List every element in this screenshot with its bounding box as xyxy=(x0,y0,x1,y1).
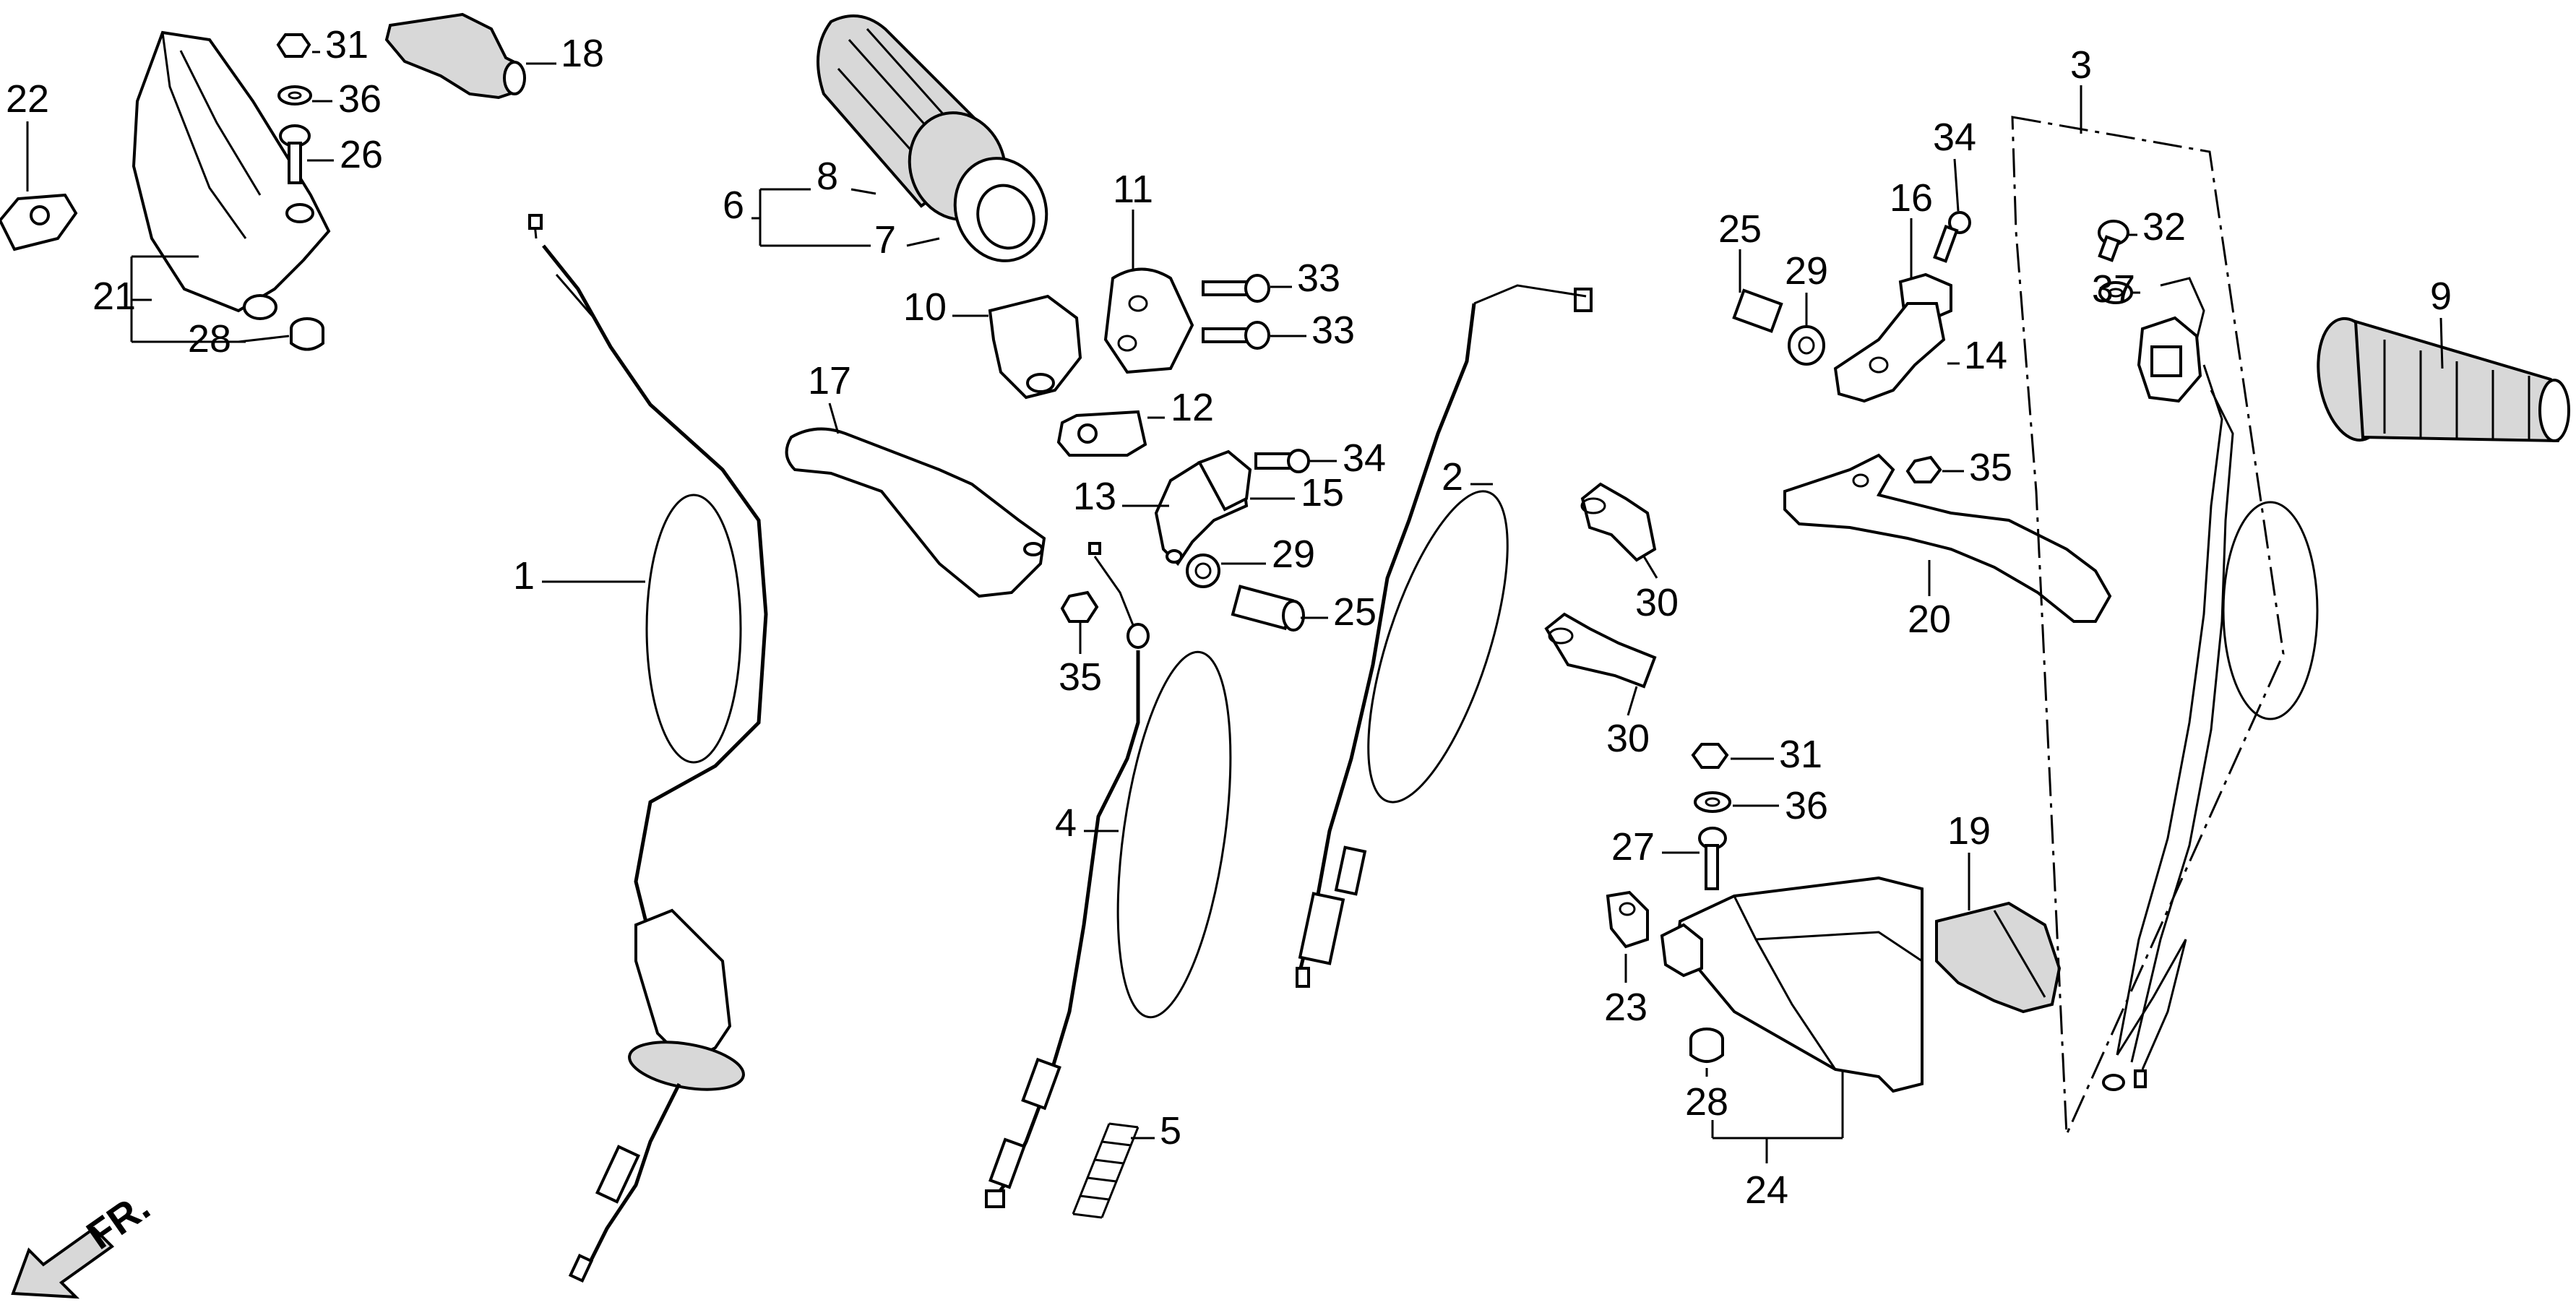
callout-c29: 29 xyxy=(1272,533,1315,576)
callout-c25: 25 xyxy=(1333,590,1377,634)
part-32-screw xyxy=(2098,220,2129,262)
callout-c30: 30 xyxy=(1635,581,1679,624)
callout-c34b: 34 xyxy=(1933,116,1976,159)
callout-c12: 12 xyxy=(1171,386,1214,429)
callout-c33: 33 xyxy=(1297,257,1340,300)
callout-c29b: 29 xyxy=(1785,249,1828,293)
part-9-right-grip xyxy=(2317,316,2570,443)
part-27-collar-screw xyxy=(1698,827,1727,890)
part-18-grip-cover xyxy=(384,12,526,100)
callout-c5: 5 xyxy=(1160,1109,1181,1153)
callout-c35b: 35 xyxy=(1969,446,2012,489)
callout-c1: 1 xyxy=(513,554,535,598)
part-28-collar-right xyxy=(1689,1028,1724,1063)
part-35-nut-left xyxy=(1060,590,1099,623)
part-25-adjuster-bolt-a xyxy=(1231,585,1305,632)
part-7-throttle-tube xyxy=(953,157,1048,262)
part-1-throttle-cable xyxy=(528,214,768,1283)
callout-c19: 19 xyxy=(1947,809,1991,853)
leader-lines xyxy=(26,51,2444,1163)
part-31-bolt-left xyxy=(276,33,311,58)
part-36-washer-right xyxy=(1694,791,1731,813)
callout-c32: 32 xyxy=(2142,205,2186,249)
part-35-nut-right xyxy=(1905,455,1942,483)
callout-c16: 16 xyxy=(1890,176,1933,220)
callout-c17: 17 xyxy=(808,359,851,402)
part-15-holder-clamp xyxy=(1197,449,1252,512)
callout-c8: 8 xyxy=(817,155,838,198)
callout-c31b: 31 xyxy=(1779,733,1822,776)
callout-c28b: 28 xyxy=(1685,1080,1728,1124)
callout-c26: 26 xyxy=(340,133,383,176)
part-14-lever-holder-right xyxy=(1833,302,1946,403)
part-21-left-hand-guard xyxy=(132,30,331,320)
part-10-housing-cap xyxy=(988,294,1082,400)
callout-c14: 14 xyxy=(1964,334,2007,377)
callout-c25b: 25 xyxy=(1718,207,1762,251)
part-24-right-hand-guard xyxy=(1660,876,1924,1093)
callout-labels: 1234567891011121314151617181920212223242… xyxy=(6,23,2452,1212)
part-33-screw-a xyxy=(1202,274,1270,303)
callout-c36: 36 xyxy=(338,77,382,121)
callout-c28: 28 xyxy=(188,317,231,361)
part-30-cable-clamp-b xyxy=(1544,612,1657,689)
part-17-left-lever xyxy=(785,427,1046,598)
part-19-grip-cover-right xyxy=(1935,901,2062,1014)
part-29-adjuster-nut-b xyxy=(1788,325,1825,366)
part-34-screw-b xyxy=(1933,211,1971,263)
callout-c2: 2 xyxy=(1442,455,1463,499)
part-2-cable xyxy=(1296,284,1593,988)
callout-c33b: 33 xyxy=(1311,309,1355,352)
part-12-clamp xyxy=(1056,410,1147,457)
part-23-clip xyxy=(1606,890,1649,949)
callout-c20: 20 xyxy=(1908,598,1951,641)
part-33-screw-b xyxy=(1202,321,1270,350)
part-11-throttle-housing xyxy=(1103,267,1194,374)
part-36-washer-left xyxy=(277,85,312,105)
callout-c31: 31 xyxy=(325,23,369,66)
part-4-clutch-cable xyxy=(985,542,1232,1208)
callout-c6: 6 xyxy=(723,184,744,227)
part-22-bracket xyxy=(0,193,78,251)
callout-c4: 4 xyxy=(1055,801,1077,845)
callout-c35: 35 xyxy=(1059,655,1102,699)
callout-c21: 21 xyxy=(92,275,136,318)
callout-c24: 24 xyxy=(1745,1168,1788,1212)
callout-c11: 11 xyxy=(1113,168,1153,211)
part-34-screw-a xyxy=(1254,449,1310,473)
callout-c22: 22 xyxy=(6,77,49,121)
part-26-screw-left xyxy=(279,124,311,184)
part-31-bolt-right xyxy=(1691,743,1729,769)
part-25-adjuster-bolt-b xyxy=(1732,288,1783,333)
callout-c15: 15 xyxy=(1301,471,1344,514)
part-28-collar-left xyxy=(290,317,324,351)
part-3-kill-switch xyxy=(2102,277,2319,1091)
callout-c18: 18 xyxy=(561,32,604,75)
callout-c37: 37 xyxy=(2092,267,2135,311)
callout-c23: 23 xyxy=(1604,986,1647,1029)
callout-c13: 13 xyxy=(1073,475,1116,518)
part-29-adjuster-nut-a xyxy=(1186,554,1220,588)
callout-c27: 27 xyxy=(1611,825,1655,869)
part-5-spring xyxy=(1072,1122,1140,1219)
callout-c36b: 36 xyxy=(1785,784,1828,827)
part-20-right-lever xyxy=(1783,453,2112,623)
callout-c30b: 30 xyxy=(1606,717,1650,760)
front-direction-arrow: FR. xyxy=(11,1183,158,1299)
callout-c7: 7 xyxy=(874,218,896,262)
callout-c10: 10 xyxy=(903,285,947,329)
callout-c3: 3 xyxy=(2070,43,2092,87)
callout-c34: 34 xyxy=(1343,436,1386,480)
callout-c9: 9 xyxy=(2430,275,2452,318)
part-30-cable-clamp-a xyxy=(1580,482,1657,562)
